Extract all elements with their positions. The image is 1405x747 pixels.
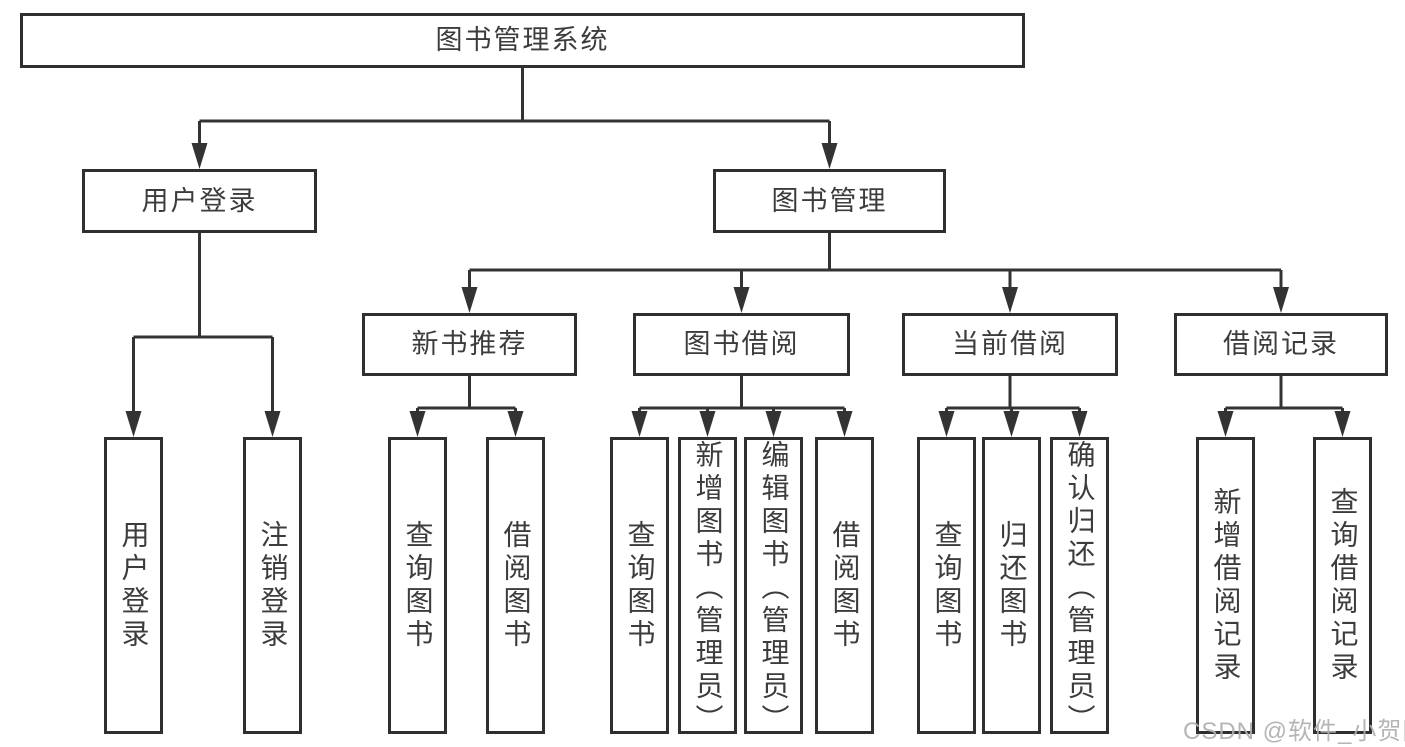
node-label: 新增借阅记录 — [1210, 486, 1242, 685]
node-label: 图书借阅 — [683, 329, 800, 359]
leaf-current-query-books: 查询图书 — [917, 437, 976, 734]
node-label: 借阅图书 — [500, 519, 532, 652]
leaf-logout: 注销登录 — [243, 437, 302, 734]
node-book-borrowing: 图书借阅 — [633, 313, 850, 376]
node-label: 图书管理 — [771, 185, 888, 216]
node-label: 归还图书 — [996, 519, 1028, 652]
node-new-book-recommend: 新书推荐 — [362, 313, 577, 376]
leaf-add-borrow-record: 新增借阅记录 — [1196, 437, 1255, 734]
node-label: 图书管理系统 — [435, 25, 610, 55]
leaf-edit-books-admin: 编辑图书（管理员） — [744, 437, 803, 737]
leaf-user-login: 用户登录 — [104, 437, 163, 734]
leaf-borrowing-query-books: 查询图书 — [610, 437, 669, 734]
leaf-recommend-borrow-books: 借阅图书 — [486, 437, 545, 734]
node-label: 确认归还（管理员） — [1064, 440, 1096, 737]
arrowheads — [125, 143, 1351, 437]
node-label: 注销登录 — [257, 519, 289, 652]
node-label: 新增图书（管理员） — [692, 440, 724, 737]
node-label: 查询借阅记录 — [1327, 486, 1359, 685]
node-label: 用户登录 — [141, 185, 258, 216]
node-label: 编辑图书（管理员） — [758, 440, 790, 737]
node-user-login: 用户登录 — [82, 169, 317, 233]
node-borrow-records: 借阅记录 — [1174, 313, 1388, 376]
node-label: 用户登录 — [118, 519, 150, 652]
csdn-watermark: CSDN @软件_小贺同学 — [1183, 718, 1405, 745]
node-label: 查询图书 — [402, 519, 434, 652]
node-current-borrowing: 当前借阅 — [902, 313, 1118, 376]
leaf-return-books: 归还图书 — [982, 437, 1041, 734]
leaf-add-books-admin: 新增图书（管理员） — [678, 437, 737, 737]
node-book-management: 图书管理 — [713, 169, 946, 233]
node-label: 查询图书 — [931, 519, 963, 652]
node-label: 借阅图书 — [829, 519, 861, 652]
leaf-confirm-return-admin: 确认归还（管理员） — [1050, 437, 1109, 737]
leaf-recommend-query-books: 查询图书 — [388, 437, 447, 734]
node-label: 借阅记录 — [1223, 329, 1339, 359]
node-label: 查询图书 — [624, 519, 656, 652]
leaf-query-borrow-record: 查询借阅记录 — [1313, 437, 1372, 734]
node-library-management-system: 图书管理系统 — [20, 13, 1025, 68]
leaf-borrowing-borrow-books: 借阅图书 — [815, 437, 874, 734]
node-label: 新书推荐 — [411, 329, 528, 359]
node-label: 当前借阅 — [952, 329, 1068, 359]
